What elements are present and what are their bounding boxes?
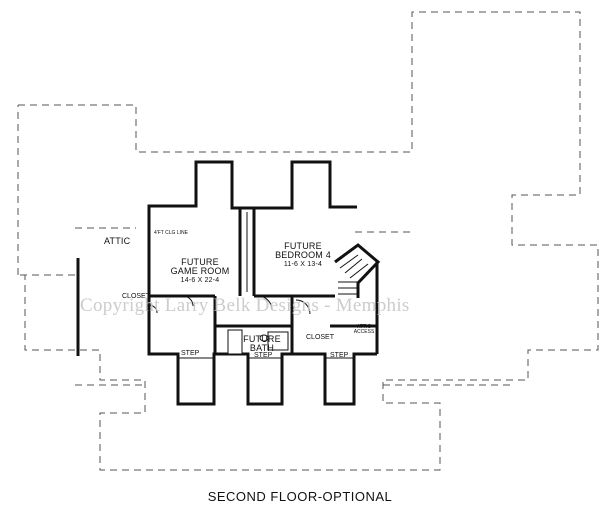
copyright-watermark: Copyright Larry Belk Designs - Memphis (80, 295, 410, 316)
bedroom4-name-2: BEDROOM 4 (275, 250, 331, 261)
floor-caption: SECOND FLOOR-OPTIONAL (207, 489, 393, 504)
attic-label: ATTIC (104, 236, 131, 246)
bedroom4-label: FUTURE BEDROOM 4 11-6 X 13-4 (266, 241, 340, 268)
doors (148, 295, 311, 315)
closet-left-label: CLOSET (122, 293, 151, 300)
bath-fixtures (227, 329, 289, 355)
staircase (334, 243, 381, 298)
ceiling-line-note: 4'FT CLG LINE (154, 230, 188, 236)
step-middle-label: STEP (254, 352, 273, 359)
roof-outline (17, 11, 599, 471)
step-right-label: STEP (330, 352, 349, 359)
bedroom4-dimensions: 11-6 X 13-4 (283, 260, 323, 268)
game-room-label: FUTURE GAME ROOM 14-6 X 22-4 (168, 257, 232, 284)
closet-right-label: CLOSET (306, 334, 335, 341)
step-left-label: STEP (181, 350, 200, 357)
interior-walls (149, 208, 377, 354)
bath-label: FUTURE BATH (240, 334, 284, 354)
bath-name-2: BATH (249, 343, 275, 354)
game-room-name-1: FUTURE (181, 257, 219, 267)
bath-name-1: FUTURE (243, 334, 281, 344)
game-room-dimensions: 14-6 X 22-4 (180, 276, 220, 284)
attic-access-line1: ATTIC (356, 324, 372, 330)
exterior-walls (147, 160, 357, 258)
attic-access-line2: ACCESS (353, 329, 375, 336)
bedroom4-name-1: FUTURE (284, 241, 322, 251)
game-room-name-2: GAME ROOM (170, 266, 230, 277)
attic-access-label: ATTIC ACCESS (352, 324, 376, 336)
